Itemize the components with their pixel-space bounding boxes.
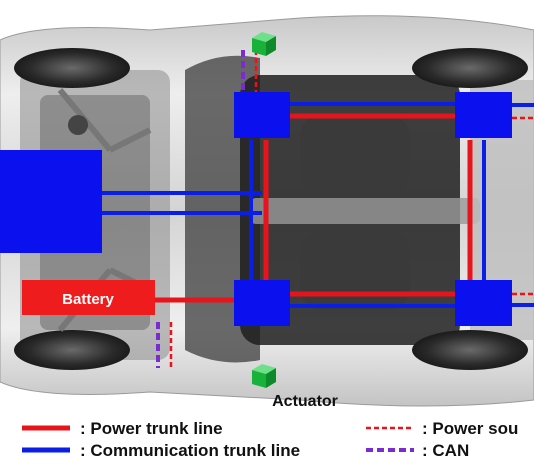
legend-can-label: : CAN — [422, 441, 469, 460]
zone-ecu-boxes — [0, 92, 512, 326]
zone-ecu-front-left — [234, 92, 290, 138]
communication-trunk-lines — [102, 102, 534, 308]
legend-power-trunk-label: : Power trunk line — [80, 419, 223, 438]
battery-label: Battery — [62, 291, 114, 308]
central-ecu-box — [0, 150, 102, 253]
legend-comm-trunk-label: : Communication trunk line — [80, 441, 300, 460]
battery: Battery — [22, 280, 155, 315]
battery-box — [22, 280, 155, 315]
legend: : Power trunk line : Communication trunk… — [22, 419, 518, 460]
actuator-label: Actuator — [272, 393, 338, 410]
zone-ecu-rear-right — [455, 280, 512, 326]
legend-power-source-label: : Power sou — [422, 419, 518, 438]
can-lines — [156, 50, 245, 368]
zone-ecu-rear-left — [455, 92, 512, 138]
actuator-top — [252, 32, 276, 56]
zone-ecu-front-right — [234, 280, 290, 326]
power-trunk-lines — [155, 113, 473, 303]
actuator-bottom — [252, 364, 276, 388]
power-source-lines — [169, 50, 534, 368]
